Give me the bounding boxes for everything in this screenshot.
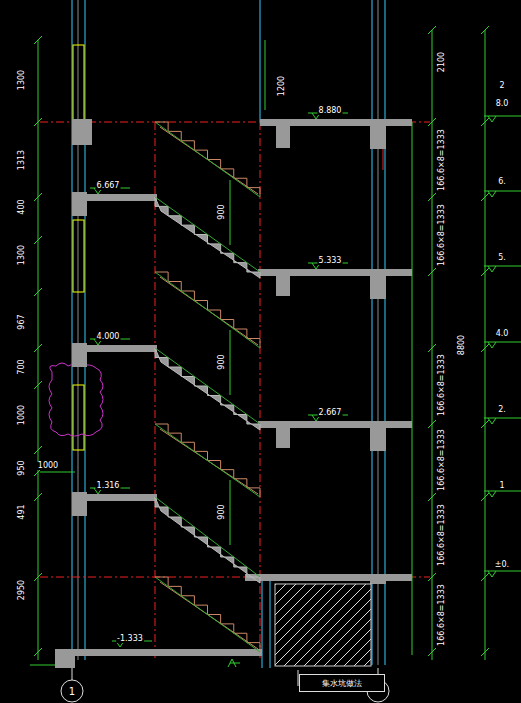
- dim-tick: [428, 420, 436, 428]
- stair-flight: [155, 272, 260, 348]
- dim-tick: [481, 344, 489, 352]
- stair-flight: [155, 122, 260, 197]
- dimension-text: 1200: [278, 75, 286, 97]
- dimension-text: 700: [18, 358, 26, 375]
- dim-tick: [428, 573, 436, 581]
- slope-line: [155, 197, 260, 272]
- level-mark: [488, 266, 496, 272]
- level-text: ±0.: [494, 561, 510, 569]
- level-line: [484, 571, 521, 572]
- stair-flight: [155, 577, 260, 652]
- dim-tick: [481, 268, 489, 276]
- note-text: 集水坑做法: [322, 678, 362, 689]
- level-text: 1: [498, 482, 505, 490]
- level-text: 8.0: [495, 100, 510, 108]
- level-mark: [488, 116, 496, 122]
- dim-tick: [34, 36, 42, 44]
- axis-circle: 1: [61, 680, 83, 702]
- level-text: 4.0: [495, 330, 510, 338]
- level-text: 1000: [37, 462, 59, 470]
- level-line: [484, 191, 521, 192]
- level-text: 5.333: [318, 257, 343, 265]
- dim-tick: [428, 268, 436, 276]
- slope-line: [155, 577, 260, 652]
- level-text: -1.333: [116, 635, 144, 643]
- stair-flight: [155, 497, 260, 583]
- level-text: 2.667: [318, 409, 343, 417]
- dimension-text: 2950: [18, 579, 26, 601]
- dim-tick: [428, 493, 436, 501]
- stair-flight: [155, 197, 260, 278]
- dimension-text: 491: [18, 503, 26, 520]
- axis-number: 1: [69, 686, 75, 697]
- level-line: [484, 418, 521, 419]
- level-text: 2: [498, 82, 505, 90]
- slope-line: [155, 272, 260, 348]
- dim-tick: [428, 344, 436, 352]
- level-text: 8.880: [318, 107, 343, 115]
- dimension-text: 950: [18, 459, 26, 476]
- level-text: 2.: [497, 406, 507, 414]
- dim-tick: [481, 26, 489, 34]
- level-line: [484, 116, 521, 117]
- slope-line: [155, 424, 260, 497]
- dim-tick: [481, 118, 489, 126]
- stair-flight: [155, 348, 260, 430]
- level-mark: [488, 491, 496, 497]
- dimension-text: 8800: [458, 334, 466, 356]
- slope-line: [155, 348, 260, 424]
- level-mark: [488, 342, 496, 348]
- dimension-text: 1000: [18, 404, 26, 426]
- dim-tick: [481, 193, 489, 201]
- dimension-text: 166.6×8=1333: [438, 428, 446, 492]
- dimension-text: 2100: [438, 51, 446, 73]
- dimension-text: 900: [218, 203, 226, 220]
- dimension-text: 166.6×8=1333: [438, 503, 446, 567]
- dim-tick: [428, 648, 436, 656]
- level-text: 5.: [497, 254, 507, 262]
- dim-tick: [481, 493, 489, 501]
- dim-tick: [34, 344, 42, 352]
- level-text: 1.316: [96, 482, 121, 490]
- dimension-text: 400: [18, 198, 26, 215]
- slope-line: [155, 497, 260, 577]
- note-box: 集水坑做法: [299, 674, 385, 692]
- dimension-text: 166.6×8=1333: [438, 353, 446, 417]
- level-mark: [488, 191, 496, 197]
- dim-tick: [34, 446, 42, 454]
- dim-tick: [34, 236, 42, 244]
- level-mark: [488, 418, 496, 424]
- dim-tick: [34, 648, 42, 656]
- level-mark: [488, 571, 496, 577]
- dimension-text: 900: [218, 503, 226, 520]
- dim-tick: [428, 118, 436, 126]
- dim-tick: [34, 288, 42, 296]
- level-line: [484, 491, 521, 492]
- level-text: 4.000: [96, 333, 121, 341]
- level-text: 6.: [497, 178, 507, 186]
- dimension-text: 166.6×8=1333: [438, 203, 446, 267]
- level-line: [484, 342, 521, 343]
- dim-tick: [34, 573, 42, 581]
- dim-tick: [34, 381, 42, 389]
- dimension-text: 967: [18, 313, 26, 330]
- level-text: 6.667: [96, 182, 121, 190]
- dim-tick: [34, 118, 42, 126]
- dimension-text: 166.6×8=1333: [438, 128, 446, 192]
- dim-tick: [481, 573, 489, 581]
- dim-tick: [34, 193, 42, 201]
- stair-flight: [155, 424, 260, 497]
- level-line: [484, 266, 521, 267]
- dimension-text: 166.6×8=1333: [438, 583, 446, 647]
- dim-tick: [428, 193, 436, 201]
- dimension-text: 1313: [18, 149, 26, 171]
- dimension-text: 1300: [18, 69, 26, 91]
- dimension-text: 1300: [18, 244, 26, 266]
- dim-tick: [428, 26, 436, 34]
- dim-tick: [481, 420, 489, 428]
- dimension-text: 900: [218, 353, 226, 370]
- slope-line: [155, 122, 260, 197]
- dim-tick: [34, 493, 42, 501]
- dim-tick: [481, 648, 489, 656]
